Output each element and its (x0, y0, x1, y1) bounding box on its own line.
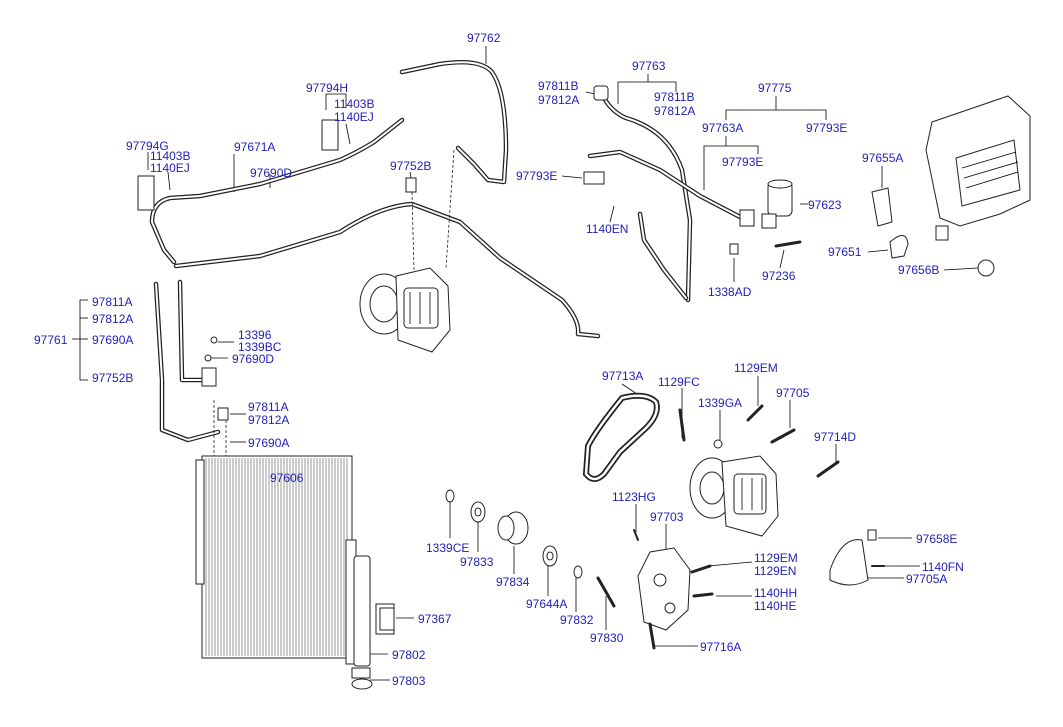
label-97671a: 97671A (234, 140, 275, 154)
label-13396: 13396 (238, 328, 272, 342)
label-97703: 97703 (650, 510, 684, 524)
label-97716a: 97716A (700, 640, 741, 654)
label-97714d: 97714D (814, 430, 856, 444)
label-97606: 97606 (270, 471, 304, 485)
compressor-lower (689, 455, 779, 537)
label-1140en: 1140EN (586, 222, 628, 236)
label-1339ga: 1339GA (698, 396, 742, 410)
label-1129em-low: 1129EM (754, 551, 798, 565)
label-97812a-right: 97812A (654, 104, 695, 118)
label-97761: 97761 (34, 333, 68, 347)
label-97690d-mid: 97690D (232, 352, 274, 366)
condenser (195, 455, 395, 690)
label-97802: 97802 (392, 648, 426, 662)
label-97651: 97651 (828, 245, 862, 259)
label-97644a: 97644A (526, 597, 567, 611)
label-97794g: 97794G (126, 139, 169, 153)
label-97655a: 97655A (862, 151, 903, 165)
label-97705: 97705 (776, 386, 810, 400)
label-97812a-mid: 97812A (92, 312, 133, 326)
label-97793e-b: 97793E (722, 155, 763, 169)
label-1129fc: 1129FC (658, 375, 700, 389)
drive-belt (582, 392, 660, 482)
label-1123hg: 1123HG (612, 490, 656, 504)
label-97812a-left: 97812A (538, 93, 579, 107)
label-97690a-low: 97690A (248, 436, 289, 450)
label-97811b-left: 97811B (538, 79, 578, 93)
label-1140ej-left: 1140EJ (150, 161, 190, 175)
label-97752b-top: 97752B (390, 159, 431, 173)
label-97811a-left: 97811A (92, 295, 132, 309)
label-1140he: 1140HE (754, 599, 796, 613)
label-97705a: 97705A (906, 572, 947, 586)
label-97752b-left: 97752B (92, 371, 133, 385)
label-97762: 97762 (467, 31, 501, 45)
label-97623: 97623 (808, 198, 842, 212)
label-1129em-top: 1129EM (734, 361, 778, 375)
label-97713a: 97713A (602, 369, 643, 383)
label-97830: 97830 (590, 631, 624, 645)
label-97658e: 97658E (916, 532, 957, 546)
label-97236: 97236 (762, 269, 796, 283)
label-1140ej-top: 1140EJ (334, 110, 374, 124)
label-97763a: 97763A (702, 121, 743, 135)
label-1129en: 1129EN (754, 564, 796, 578)
label-1339bc: 1339BC (238, 340, 282, 354)
label-97763: 97763 (632, 59, 666, 73)
label-97832: 97832 (560, 613, 594, 627)
label-97794h: 97794H (306, 81, 348, 95)
label-97656b: 97656B (898, 263, 939, 277)
label-97833: 97833 (460, 555, 494, 569)
hvac-unit (925, 95, 1031, 241)
label-97367: 97367 (418, 612, 452, 626)
label-1339ce: 1339CE (426, 541, 469, 555)
label-97793e-a: 97793E (806, 121, 847, 135)
label-11403b-left: 11403B (150, 149, 190, 163)
part-labels: 97762 97763 97811B 97812A 97811B 97812A … (34, 31, 964, 688)
label-97834: 97834 (496, 575, 530, 589)
refrigerant-lines (149, 60, 745, 443)
label-97811b-right: 97811B (654, 90, 694, 104)
label-97812a-low: 97812A (248, 413, 289, 427)
compressor-upper (359, 267, 451, 353)
small-parts (137, 85, 995, 650)
label-97690d-top: 97690D (250, 166, 292, 180)
label-97811a-low: 97811A (248, 400, 288, 414)
label-97690a-left: 97690A (92, 333, 133, 347)
label-11403b-top: 11403B (334, 97, 374, 111)
label-1338ad: 1338AD (708, 285, 752, 299)
label-97775: 97775 (758, 81, 792, 95)
label-1140fn: 1140FN (922, 560, 964, 574)
label-97803: 97803 (392, 674, 426, 688)
receiver-drier (739, 179, 802, 248)
label-97793e-c: 97793E (516, 169, 557, 183)
label-1140hh: 1140HH (754, 586, 797, 600)
